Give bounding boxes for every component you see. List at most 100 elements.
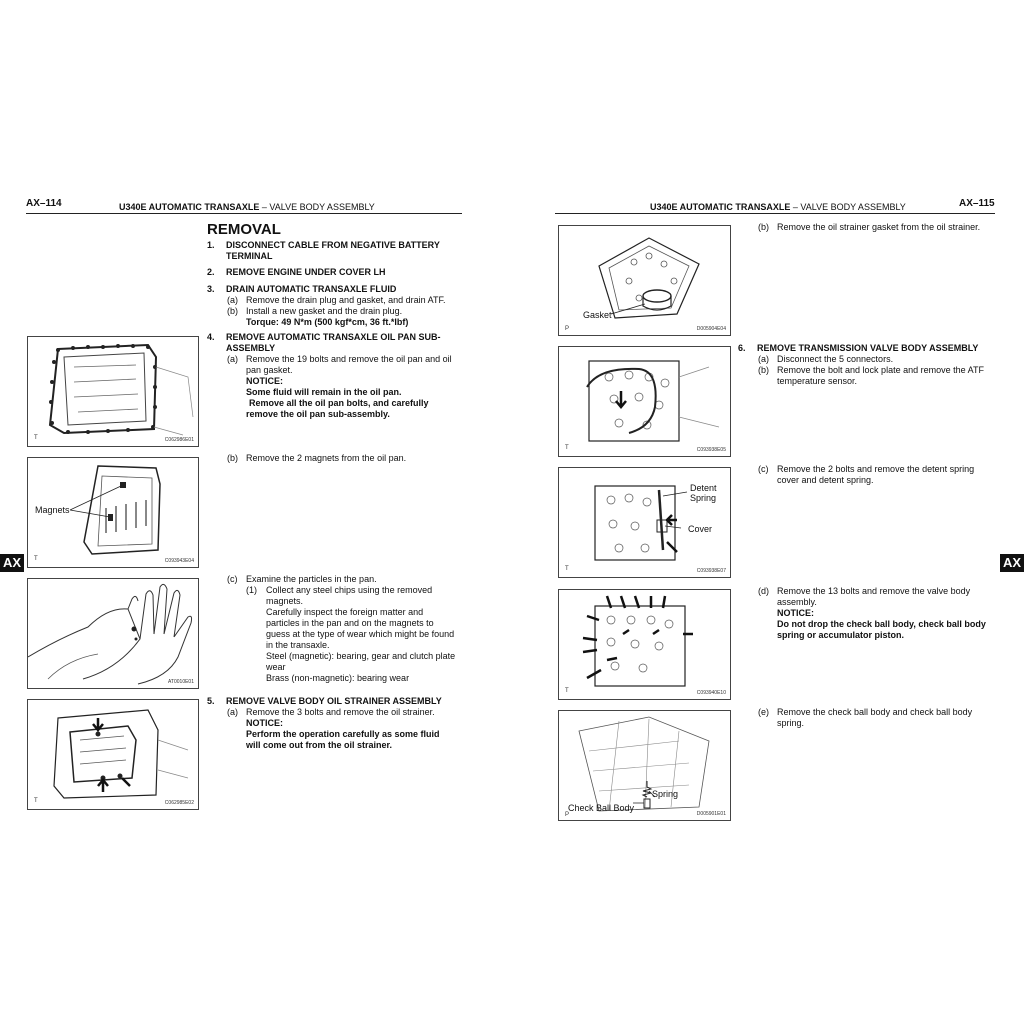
step-5a-text: Remove the 3 bolts and remove the oil st… bbox=[246, 707, 435, 717]
step-3b-torque: Torque: 49 N*m (500 kgf*cm, 36 ft.*lbf) bbox=[246, 317, 409, 327]
left-ax-tab: AX bbox=[0, 554, 24, 572]
figure-mark: P bbox=[565, 812, 570, 818]
step-4c-item-line: guess at the type of wear which might be… bbox=[266, 629, 455, 639]
step-6c-label: (c) bbox=[758, 464, 769, 474]
strainer-step-b-text: Remove the oil strainer gasket from the … bbox=[777, 222, 981, 232]
figure-hand-particles: AT0010E01 bbox=[27, 578, 199, 689]
step-3: 3. DRAIN AUTOMATIC TRANSAXLE FLUID bbox=[207, 284, 467, 296]
step-1-title-cont: TERMINAL bbox=[226, 251, 273, 261]
step-3-number: 3. bbox=[207, 284, 215, 294]
right-header-dash: – bbox=[792, 202, 798, 212]
step-4c-item-line: Steel (magnetic): bearing, gear and clut… bbox=[266, 651, 456, 661]
gasket-label: Gasket bbox=[583, 310, 612, 320]
step-5a-label: (a) bbox=[227, 707, 238, 717]
step-3b: (b) Install a new gasket and the drain p… bbox=[227, 306, 467, 330]
right-page-number: AX–115 bbox=[959, 198, 995, 209]
detent-spring-drawing bbox=[594, 485, 688, 561]
right-header-section: VALVE BODY ASSEMBLY bbox=[800, 202, 906, 212]
cover-label: Cover bbox=[688, 524, 713, 534]
step-4c-item-line: wear bbox=[266, 662, 286, 672]
figure-oil-pan: T C062986E01 bbox=[27, 336, 199, 447]
right-header-title: U340E AUTOMATIC TRANSAXLE bbox=[650, 202, 791, 212]
step-2-title: REMOVE ENGINE UNDER COVER LH bbox=[226, 267, 386, 277]
step-4c: (c) Examine the particles in the pan. (1… bbox=[227, 574, 472, 686]
step-6-number: 6. bbox=[738, 343, 746, 353]
step-1: 1. DISCONNECT CABLE FROM NEGATIVE BATTER… bbox=[207, 240, 467, 264]
figure-mark: T bbox=[565, 445, 569, 451]
step-5-title: REMOVE VALVE BODY OIL STRAINER ASSEMBLY bbox=[226, 696, 442, 706]
step-6: 6. REMOVE TRANSMISSION VALVE BODY ASSEMB… bbox=[738, 343, 1008, 355]
right-header-rule bbox=[555, 213, 995, 214]
step-4-number: 4. bbox=[207, 332, 215, 342]
strainer-drawing bbox=[53, 709, 189, 799]
step-6e: (e) Remove the check ball body and check… bbox=[758, 707, 998, 731]
left-page-number: AX–114 bbox=[26, 198, 62, 209]
step-4a-notice-line: remove the oil pan sub-assembly. bbox=[246, 409, 390, 419]
step-6d-text-cont: assembly. bbox=[777, 597, 817, 607]
step-6b-text-cont: temperature sensor. bbox=[777, 376, 858, 386]
figure-mark: T bbox=[34, 435, 38, 441]
step-3a-text: Remove the drain plug and gasket, and dr… bbox=[246, 295, 446, 305]
figure-check-ball: Spring Check Ball Body P D005901E01 bbox=[558, 710, 731, 821]
step-6e-label: (e) bbox=[758, 707, 769, 717]
step-6e-text: Remove the check ball body and check bal… bbox=[777, 707, 973, 717]
figure-code: C093940E10 bbox=[696, 690, 726, 696]
step-2: 2. REMOVE ENGINE UNDER COVER LH bbox=[207, 267, 467, 279]
step-5a-notice-line: will come out from the oil strainer. bbox=[246, 740, 393, 750]
left-header-dash: – bbox=[261, 202, 267, 212]
step-3-title: DRAIN AUTOMATIC TRANSAXLE FLUID bbox=[226, 284, 397, 294]
valve-body-bolts-drawing bbox=[582, 595, 693, 687]
step-4a-notice-line: Some fluid will remain in the oil pan. bbox=[246, 387, 402, 397]
step-4a-label: (a) bbox=[227, 354, 238, 364]
figure-valve-body-connectors: T C093938E05 bbox=[558, 346, 731, 457]
figure-code: C093943E04 bbox=[164, 558, 194, 564]
magnets-drawing bbox=[69, 465, 161, 555]
step-3b-label: (b) bbox=[227, 306, 238, 316]
step-5a-notice: NOTICE: bbox=[246, 718, 283, 728]
figure-mark: T bbox=[34, 798, 38, 804]
step-4c-item-line: particles in the pan and on the magnets … bbox=[266, 618, 434, 628]
spring-label: Spring bbox=[690, 493, 717, 503]
gasket-drawing bbox=[598, 237, 700, 319]
step-4a-text: Remove the 19 bolts and remove the oil p… bbox=[246, 354, 452, 364]
removal-heading: REMOVAL bbox=[207, 221, 281, 238]
step-3a: (a) Remove the drain plug and gasket, an… bbox=[227, 295, 467, 307]
figure-code: C093938E07 bbox=[696, 568, 726, 574]
step-6-title: REMOVE TRANSMISSION VALVE BODY ASSEMBLY bbox=[757, 343, 979, 353]
step-4-title-cont: ASSEMBLY bbox=[226, 343, 276, 353]
step-3b-text: Install a new gasket and the drain plug. bbox=[246, 306, 403, 316]
figure-mark: T bbox=[565, 688, 569, 694]
step-1-number: 1. bbox=[207, 240, 215, 250]
step-6c-text: Remove the 2 bolts and remove the detent… bbox=[777, 464, 975, 474]
figure-mark: T bbox=[565, 566, 569, 572]
strainer-step-b-label: (b) bbox=[758, 222, 769, 232]
magnets-label: Magnets bbox=[35, 505, 70, 515]
check-ball-body-label: Check Ball Body bbox=[568, 803, 635, 813]
figure-oil-strainer: T C062985E02 bbox=[27, 699, 199, 810]
left-header-rule bbox=[26, 213, 462, 214]
step-6a-label: (a) bbox=[758, 354, 769, 364]
figure-code: C062985E02 bbox=[164, 800, 194, 806]
step-4a-notice: NOTICE: bbox=[246, 376, 283, 386]
step-4a-notice-line: Remove all the oil pan bolts, and carefu… bbox=[249, 398, 429, 408]
figure-strainer-gasket: Gasket P D005904E04 bbox=[558, 225, 731, 336]
step-6d-text: Remove the 13 bolts and remove the valve… bbox=[777, 586, 971, 596]
oil-pan-drawing bbox=[48, 343, 194, 436]
left-header-section: VALVE BODY ASSEMBLY bbox=[269, 202, 375, 212]
step-6d: (d) Remove the 13 bolts and remove the v… bbox=[758, 586, 998, 644]
strainer-step-b: (b) Remove the oil strainer gasket from … bbox=[758, 222, 998, 234]
step-6a-text: Disconnect the 5 connectors. bbox=[777, 354, 894, 364]
left-header: U340E AUTOMATIC TRANSAXLE – VALVE BODY A… bbox=[119, 202, 375, 212]
figure-mark: P bbox=[565, 326, 570, 332]
right-ax-tab: AX bbox=[1000, 554, 1024, 572]
step-6d-notice: NOTICE: bbox=[777, 608, 814, 618]
step-3a-label: (a) bbox=[227, 295, 238, 305]
figure-code: C062986E01 bbox=[164, 437, 194, 443]
step-4c-text: Examine the particles in the pan. bbox=[246, 574, 377, 584]
step-4b: (b) Remove the 2 magnets from the oil pa… bbox=[227, 453, 467, 465]
step-4a-text-cont: pan gasket. bbox=[246, 365, 293, 375]
step-6c: (c) Remove the 2 bolts and remove the de… bbox=[758, 464, 998, 488]
step-6d-label: (d) bbox=[758, 586, 769, 596]
step-4c-item-line: Brass (non-magnetic): bearing wear bbox=[266, 673, 410, 683]
figure-valve-body-bolts: T C093940E10 bbox=[558, 589, 731, 700]
